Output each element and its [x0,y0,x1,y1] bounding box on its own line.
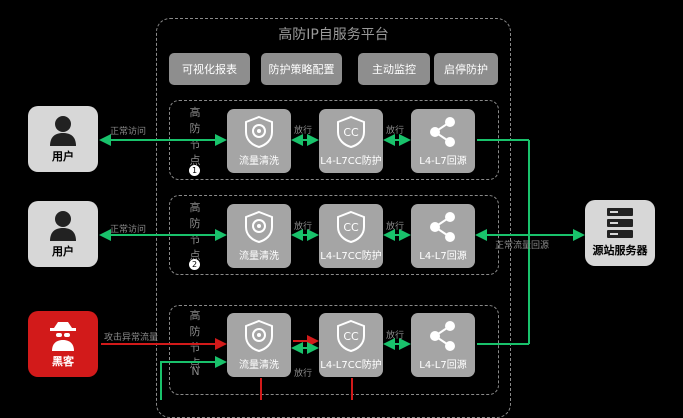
share-icon [430,212,455,242]
flow-label: 放行 [386,331,405,341]
cc-protect-box: CC L4-L7CC防护 [319,109,383,173]
origin-return-box: L4-L7回源 [411,204,475,268]
cc-badge: CC [343,221,359,234]
connectors [99,134,585,400]
actor-label: 用户 [52,245,74,258]
cc-badge: CC [343,330,359,343]
function-label: 流量清洗 [239,251,279,262]
user-icon [50,116,76,146]
cc-protect-box: CC L4-L7CC防护 [319,204,383,268]
node-label: 高防节点 [189,309,201,370]
hacker-actor: 黑客 [28,311,98,377]
function-label: L4-L7回源 [419,156,467,167]
function-label: L4-L7CC防护 [320,156,382,167]
function-label: 流量清洗 [239,156,279,167]
protection-policy-button[interactable]: 防护策略配置 [261,53,342,85]
function-label: L4-L7回源 [419,251,467,262]
shield-icon [245,210,273,244]
visual-report-button[interactable]: 可视化报表 [169,53,250,85]
node-number: 1 [189,165,200,176]
actor-label: 源站服务器 [592,244,648,257]
platform-title: 高防IP自服务平台 [278,27,389,43]
cc-shield-icon: CC [337,115,365,149]
actor-label: 黑客 [52,355,74,368]
node-n [169,305,499,395]
traffic-clean-box: 流量清洗 [227,109,291,173]
flow-label: 放行 [294,369,313,379]
actor-label: 用户 [52,150,74,163]
share-icon [430,321,455,351]
flow-label: 放行 [294,126,313,136]
server-icon [607,208,633,238]
function-label: L4-L7CC防护 [320,360,382,371]
function-label: L4-L7CC防护 [320,251,382,262]
flow-label: 放行 [386,222,405,232]
flow-label: 正常访问 [110,225,147,235]
start-stop-button[interactable]: 启停防护 [434,53,498,85]
flow-label: 攻击异常流量 [104,333,159,343]
origin-return-box: L4-L7回源 [411,109,475,173]
shield-icon [245,115,273,149]
shield-icon [245,319,273,353]
user-actor: 用户 [28,201,98,267]
user-icon [50,211,76,241]
user-actor: 用户 [28,106,98,172]
traffic-clean-box: 流量清洗 [227,313,291,377]
origin-return-box: L4-L7回源 [411,313,475,377]
diagram: 高防IP自服务平台 可视化报表 防护策略配置 主动监控 启停防护 高防节点 1 … [28,18,655,418]
share-icon [430,117,455,147]
node-number: 2 [189,259,200,270]
node-number: N [191,365,200,378]
cc-badge: CC [343,126,359,139]
traffic-clean-box: 流量清洗 [227,204,291,268]
function-label: 流量清洗 [239,360,279,371]
flow-label: 放行 [386,126,405,136]
cc-protect-box: CC L4-L7CC防护 [319,313,383,377]
flow-label: 放行 [294,222,313,232]
flow-label: 正常流量回源 [495,241,550,251]
hacker-icon [50,322,76,351]
active-monitor-button[interactable]: 主动监控 [358,53,430,85]
cc-shield-icon: CC [337,210,365,244]
flow-label: 正常访问 [110,127,147,137]
origin-server: 源站服务器 [585,200,655,266]
connector-line [160,356,227,400]
cc-shield-icon: CC [337,319,365,353]
function-label: L4-L7回源 [419,360,467,371]
